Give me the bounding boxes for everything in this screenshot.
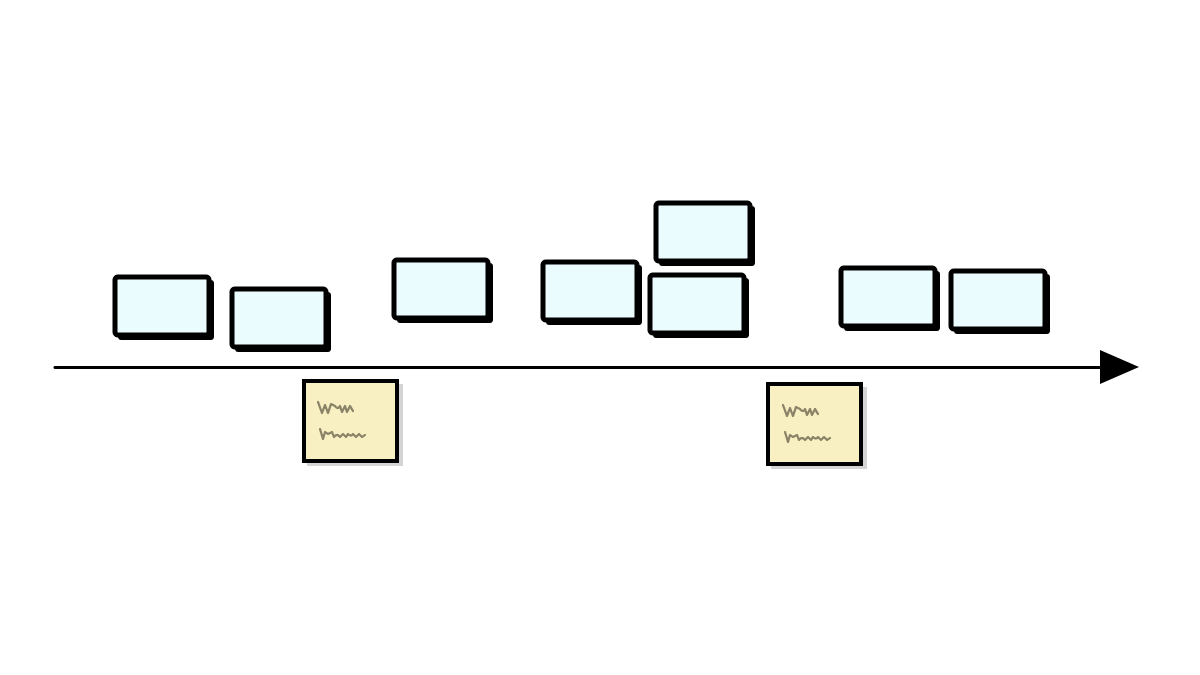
event-card-8-body [948, 268, 1048, 332]
event-card-6 [647, 272, 749, 338]
event-card-4-body [540, 259, 640, 323]
event-card-1 [112, 274, 214, 340]
event-card-2 [229, 286, 331, 352]
event-card-7-body [838, 265, 938, 329]
event-card-2-body [229, 286, 329, 350]
event-card-4 [540, 259, 642, 325]
event-card-3 [391, 257, 493, 323]
event-card-1-body [112, 274, 212, 338]
sticky-note-1 [302, 379, 403, 466]
sticky-note-2-body [766, 382, 863, 466]
sticky-note-1-scribble [316, 400, 367, 441]
event-card-7 [838, 265, 940, 331]
sticky-notes [302, 379, 867, 469]
sticky-note-1-body [302, 379, 399, 463]
event-cards [112, 200, 1050, 352]
event-card-5-body [653, 200, 753, 264]
event-card-6-body [647, 272, 747, 336]
event-card-3-body [391, 257, 491, 321]
sticky-note-2-scribble [781, 403, 832, 444]
timeline-axis [53, 350, 1139, 384]
timeline-arrowhead [1100, 350, 1139, 384]
event-card-8 [948, 268, 1050, 334]
sticky-note-2 [766, 382, 867, 469]
event-card-5 [653, 200, 755, 266]
